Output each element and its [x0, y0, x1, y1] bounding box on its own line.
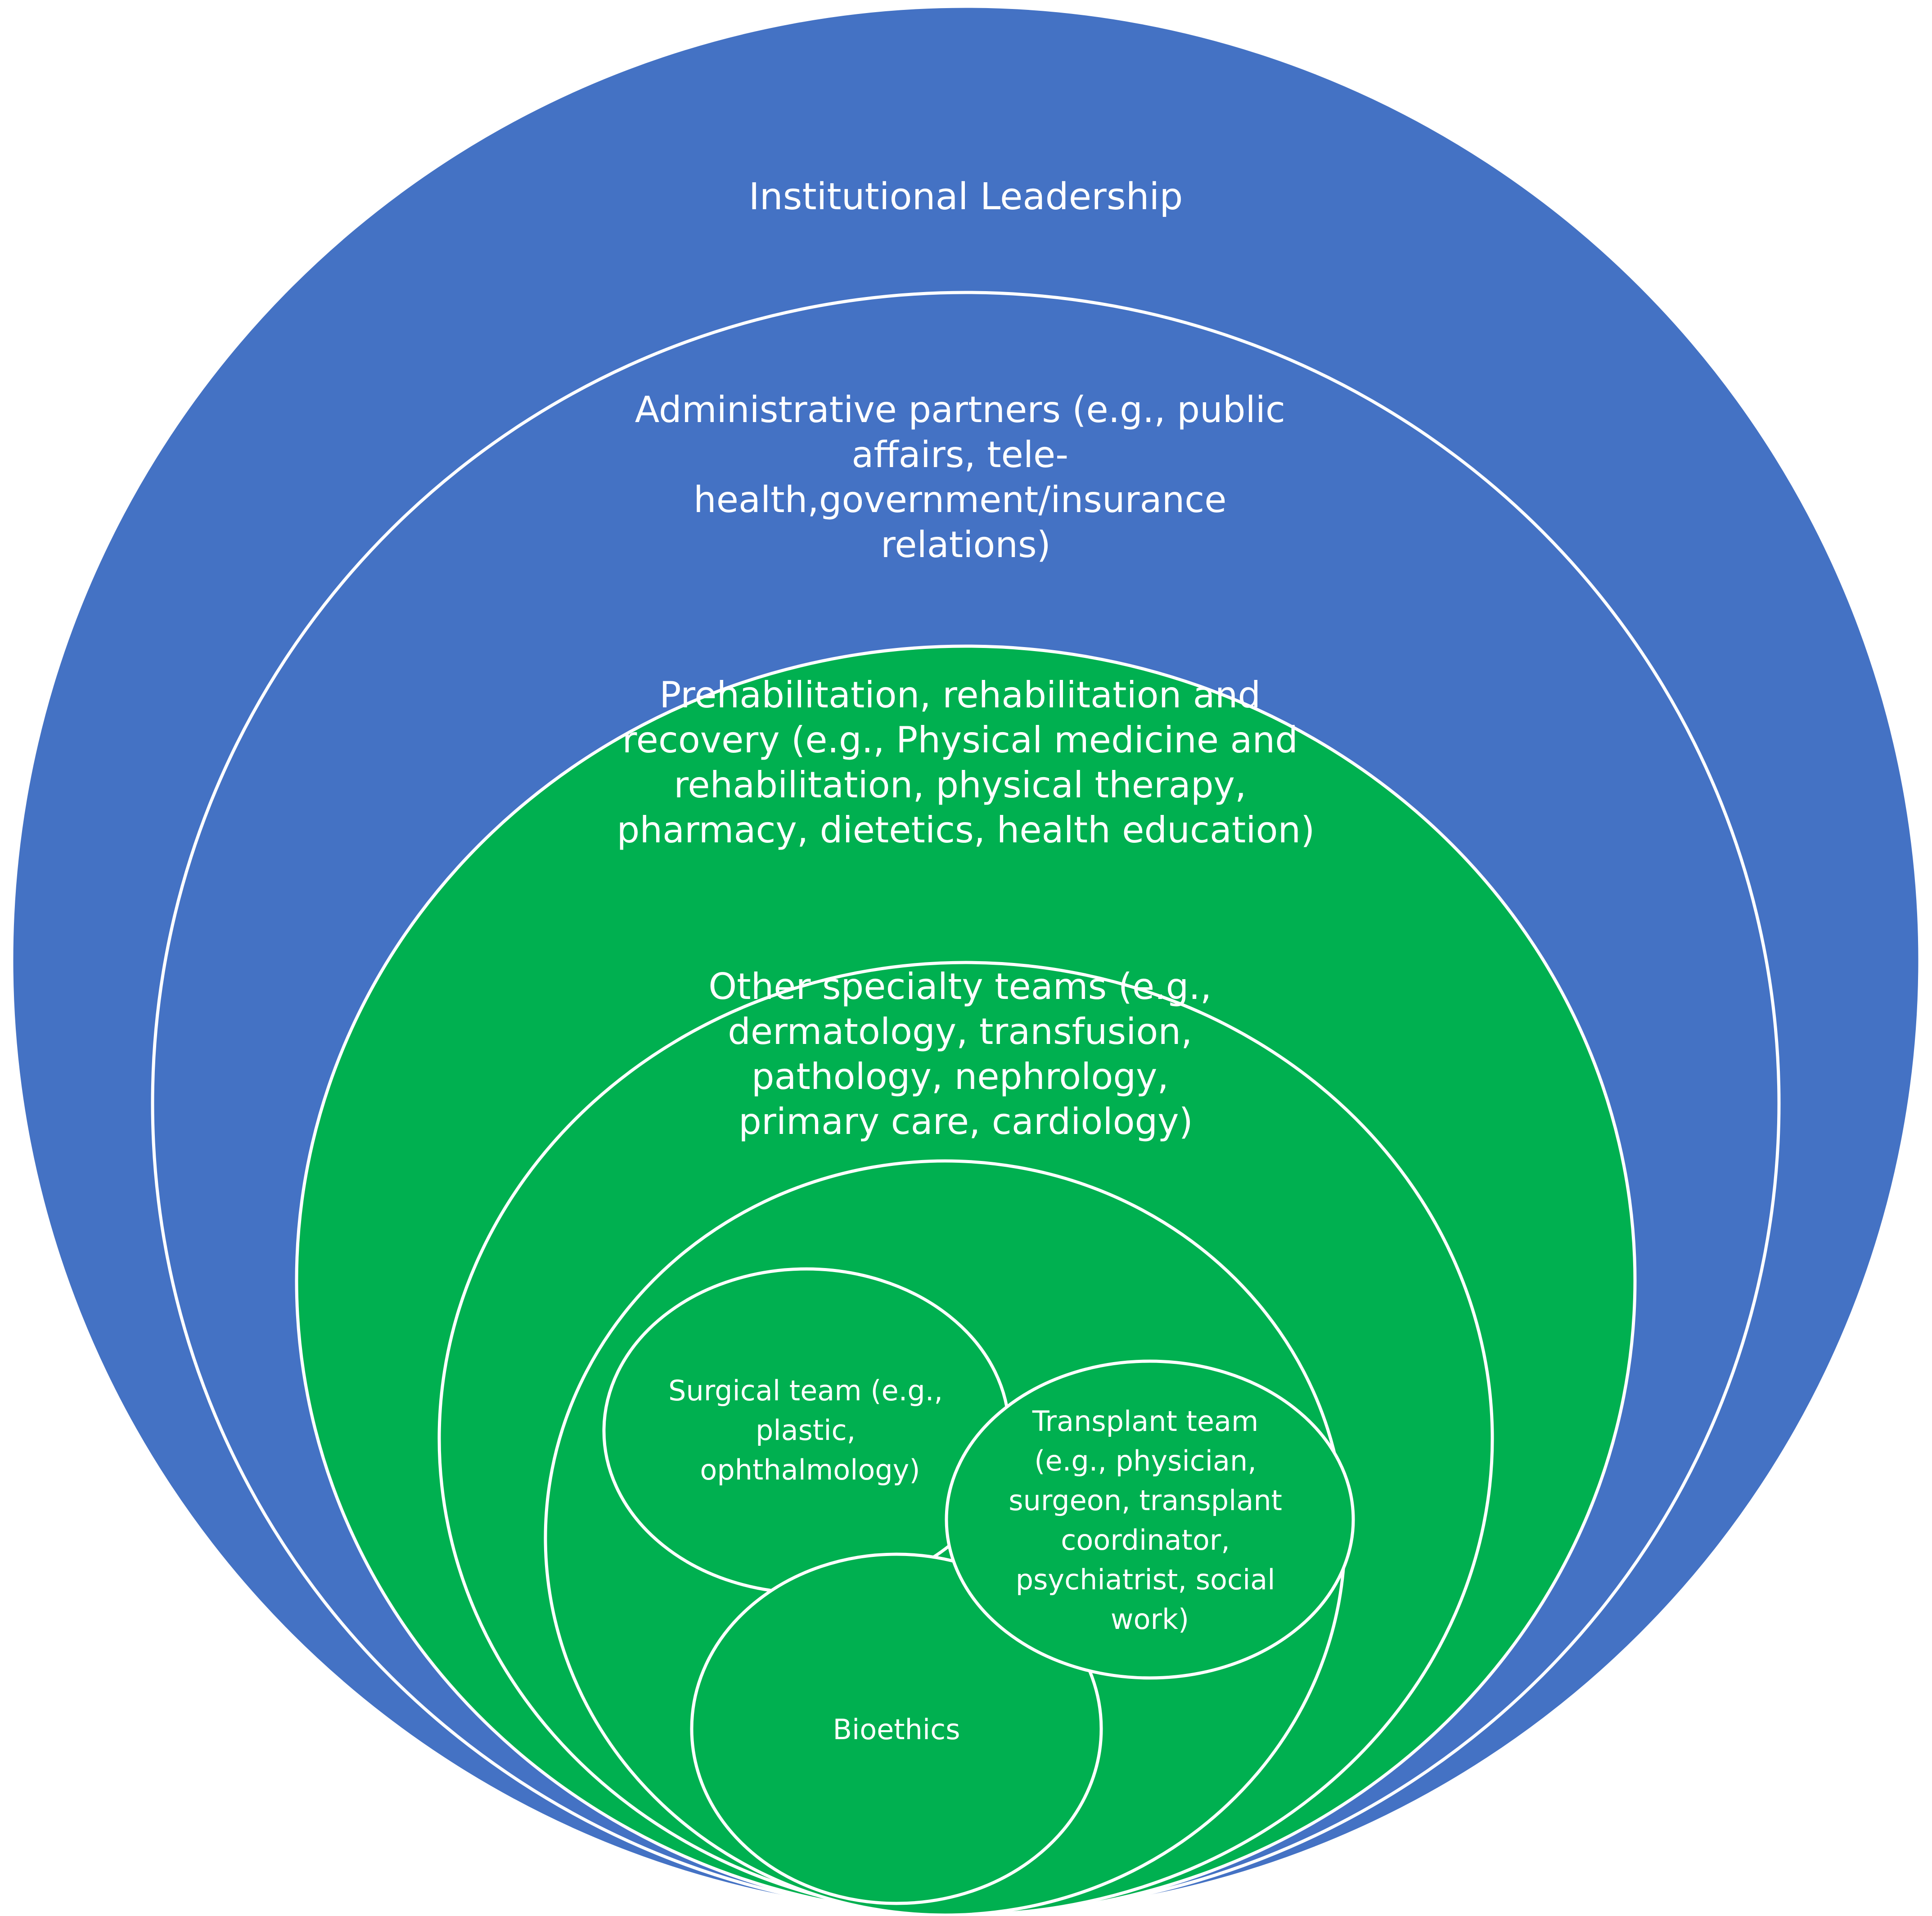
ring-rehabilitation-line: Prehabilitation, rehabilitation and	[659, 674, 1261, 716]
circle-transplant-team-line: Transplant team	[1032, 1405, 1259, 1438]
ring-administrative-partners-line: relations)	[881, 524, 1051, 566]
ring-rehabilitation-line: pharmacy, dietetics, health education)	[617, 809, 1315, 851]
circle-transplant-team-shape	[945, 1359, 1355, 1680]
ring-other-specialty-teams-line: dermatology, transfusion,	[728, 1011, 1192, 1052]
circle-surgical-team-line: plastic,	[756, 1414, 856, 1447]
circle-bioethics-label: Bioethics	[833, 1713, 960, 1746]
circle-bioethics: Bioethics	[690, 1552, 1103, 1905]
ring-administrative-partners-line: affairs, tele-	[851, 434, 1068, 476]
ring-other-specialty-teams-label: Other specialty teams (e.g., dermatology…	[708, 966, 1223, 1142]
circle-transplant-team-label: Transplant team (e.g., physician, surgeo…	[1009, 1405, 1291, 1636]
circle-surgical-team-line: Surgical team (e.g.,	[668, 1374, 943, 1407]
ring-institutional-leadership-label: Institutional Leadership	[749, 175, 1183, 218]
ring-rehabilitation-line: recovery (e.g., Physical medicine and	[622, 719, 1298, 761]
ring-other-specialty-teams-line: pathology, nephrology,	[752, 1056, 1169, 1097]
circle-transplant-team-line: (e.g., physician,	[1034, 1444, 1256, 1477]
circle-bioethics-shape	[690, 1552, 1103, 1905]
circle-surgical-team-line: ophthalmology)	[700, 1453, 920, 1486]
ring-administrative-partners-line: health,government/insurance	[694, 479, 1226, 521]
circle-transplant-team-line: surgeon, transplant	[1009, 1484, 1282, 1517]
ring-rehabilitation-line: rehabilitation, physical therapy,	[674, 764, 1246, 806]
ring-rehabilitation-label: Prehabilitation, rehabilitation and reco…	[617, 674, 1315, 851]
ring-administrative-partners-line: Administrative partners (e.g., public	[635, 389, 1285, 431]
ring-other-specialty-teams-line: Other specialty teams (e.g.,	[708, 966, 1211, 1007]
ring-other-specialty-teams-line: primary care, cardiology)	[739, 1101, 1193, 1142]
circle-transplant-team-line: psychiatrist, social	[1016, 1563, 1275, 1596]
ring-administrative-partners-label: Administrative partners (e.g., public af…	[635, 389, 1297, 566]
circle-transplant-team-line: coordinator,	[1061, 1524, 1230, 1556]
circle-surgical-team-label: Surgical team (e.g., plastic, ophthalmol…	[668, 1374, 952, 1486]
circle-transplant-team: Transplant team (e.g., physician, surgeo…	[945, 1359, 1355, 1680]
circle-surgical-team: Surgical team (e.g., plastic, ophthalmol…	[602, 1267, 1011, 1595]
circle-transplant-team-line: work)	[1111, 1603, 1189, 1636]
